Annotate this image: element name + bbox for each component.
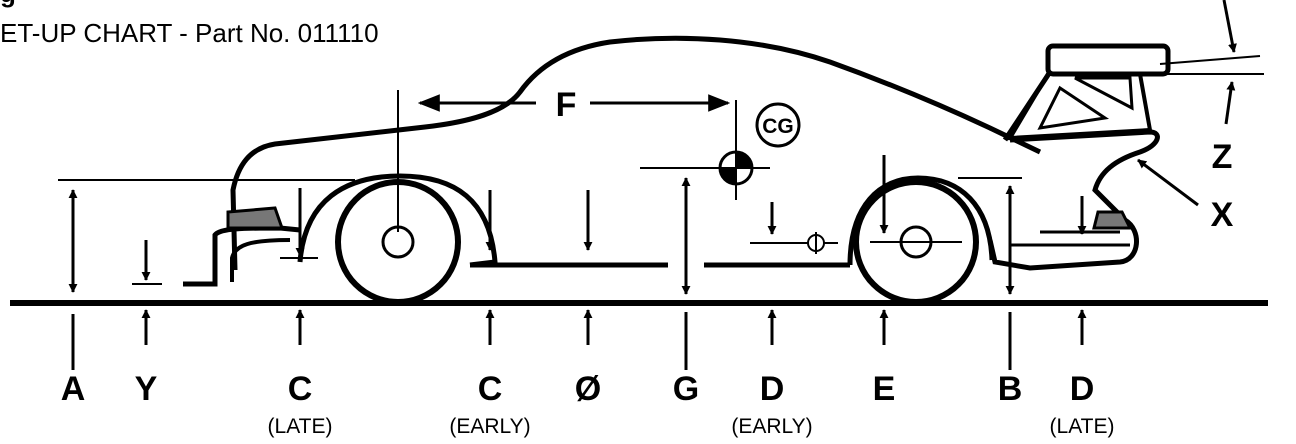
- label-Y: Y: [135, 370, 158, 408]
- label-D-late-sub: (LATE): [1050, 415, 1115, 438]
- dim-Y: [132, 240, 162, 345]
- label-O: Ø: [575, 370, 601, 408]
- label-Z: Z: [1212, 138, 1233, 176]
- bottom-labels: A Y C (LATE) C (EARLY) Ø G D (EARLY) E B…: [61, 370, 1115, 438]
- label-C-early-sub: (EARLY): [449, 415, 530, 438]
- label-B: B: [998, 370, 1023, 408]
- dim-X: X: [1137, 158, 1234, 234]
- cg-text: CG: [762, 115, 794, 138]
- label-F: F: [556, 86, 577, 124]
- dim-A: [58, 179, 355, 370]
- front-wheel: [297, 173, 498, 305]
- label-C-late-sub: (LATE): [268, 415, 333, 438]
- dim-F: F: [397, 86, 731, 232]
- dim-C-late: [280, 188, 318, 345]
- label-E: E: [873, 370, 896, 408]
- header-title-partial: g: [0, 0, 16, 9]
- label-G: G: [673, 370, 699, 408]
- car-body: [183, 35, 1171, 287]
- label-C-early: C: [478, 370, 503, 408]
- label-D-late: D: [1070, 370, 1095, 408]
- front-panel: [226, 206, 285, 230]
- cg-symbol: [640, 100, 770, 200]
- rear-wheel: [847, 175, 995, 305]
- label-X: X: [1211, 196, 1234, 234]
- label-D-early-sub: (EARLY): [731, 415, 812, 438]
- wing: [1045, 43, 1171, 77]
- cg-label: CG: [755, 102, 801, 148]
- dim-B: [958, 177, 1022, 370]
- chart-subtitle: ET-UP CHART - Part No. 011110: [0, 18, 379, 48]
- label-C-late: C: [288, 370, 313, 408]
- dim-D-early: [750, 202, 838, 345]
- label-A: A: [61, 370, 86, 408]
- dim-Z: Z: [1096, 0, 1264, 176]
- rear-panel: [1092, 210, 1133, 230]
- label-D-early: D: [760, 370, 785, 408]
